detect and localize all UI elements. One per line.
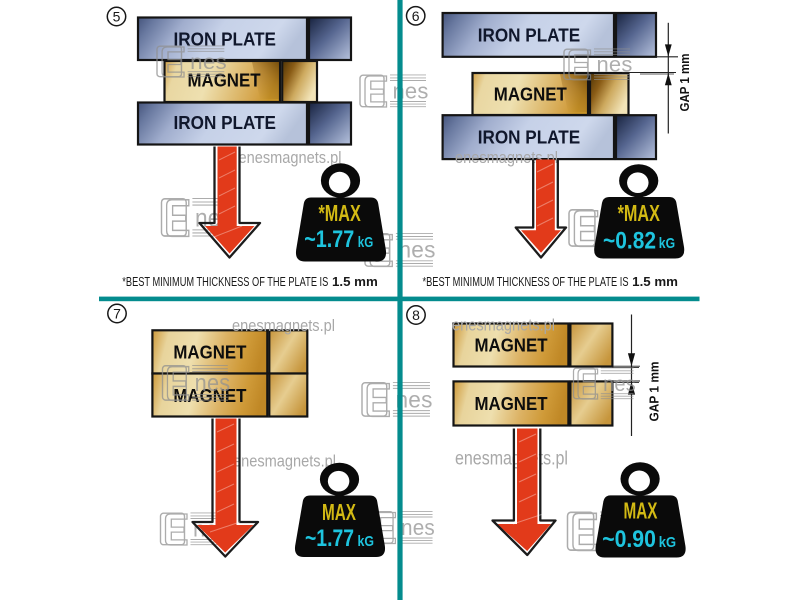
- svg-text:7: 7: [113, 306, 121, 322]
- svg-text:8: 8: [412, 307, 420, 323]
- svg-text:IRON PLATE: IRON PLATE: [478, 127, 581, 148]
- svg-text:~1.77: ~1.77: [305, 525, 354, 552]
- svg-text:GAP 1 mm: GAP 1 mm: [647, 362, 662, 422]
- svg-text:enesmagnets.pl: enesmagnets.pl: [455, 449, 568, 470]
- svg-text:IRON PLATE: IRON PLATE: [478, 25, 581, 46]
- svg-text:5: 5: [113, 9, 121, 25]
- svg-text:enesmagnets.pl: enesmagnets.pl: [452, 316, 555, 335]
- svg-text:MAGNET: MAGNET: [188, 69, 262, 90]
- svg-text:MAGNET: MAGNET: [475, 393, 549, 414]
- svg-text:1.5 mm: 1.5 mm: [332, 274, 378, 289]
- svg-text:*MAX: *MAX: [618, 200, 661, 226]
- svg-text:~0.82: ~0.82: [603, 228, 656, 255]
- svg-text:kG: kG: [659, 235, 675, 252]
- svg-text:GAP 1 mm: GAP 1 mm: [677, 54, 692, 112]
- svg-text:MAGNET: MAGNET: [475, 335, 549, 356]
- svg-text:MAX: MAX: [322, 499, 356, 525]
- svg-text:IRON PLATE: IRON PLATE: [174, 28, 277, 49]
- svg-text:MAGNET: MAGNET: [494, 83, 568, 104]
- svg-text:1.5 mm: 1.5 mm: [632, 274, 678, 289]
- svg-text:kG: kG: [358, 234, 374, 251]
- svg-text:*BEST MINIMUM THICKNESS OF THE: *BEST MINIMUM THICKNESS OF THE PLATE IS: [122, 274, 328, 289]
- svg-text:*MAX: *MAX: [319, 200, 362, 226]
- svg-text:enesmagnets.pl: enesmagnets.pl: [232, 316, 335, 335]
- svg-text:enesmagnets.pl: enesmagnets.pl: [239, 148, 342, 167]
- svg-text:~1.77: ~1.77: [304, 226, 354, 253]
- svg-text:6: 6: [412, 8, 420, 24]
- svg-text:MAX: MAX: [624, 498, 658, 524]
- svg-text:MAGNET: MAGNET: [173, 342, 247, 363]
- svg-text:~0.90: ~0.90: [602, 526, 656, 553]
- svg-text:kG: kG: [659, 534, 676, 551]
- svg-text:*BEST MINIMUM THICKNESS OF THE: *BEST MINIMUM THICKNESS OF THE PLATE IS: [423, 274, 629, 289]
- svg-text:enesmagnets.pl: enesmagnets.pl: [233, 452, 336, 471]
- svg-text:IRON PLATE: IRON PLATE: [174, 112, 277, 133]
- svg-text:kG: kG: [358, 533, 375, 550]
